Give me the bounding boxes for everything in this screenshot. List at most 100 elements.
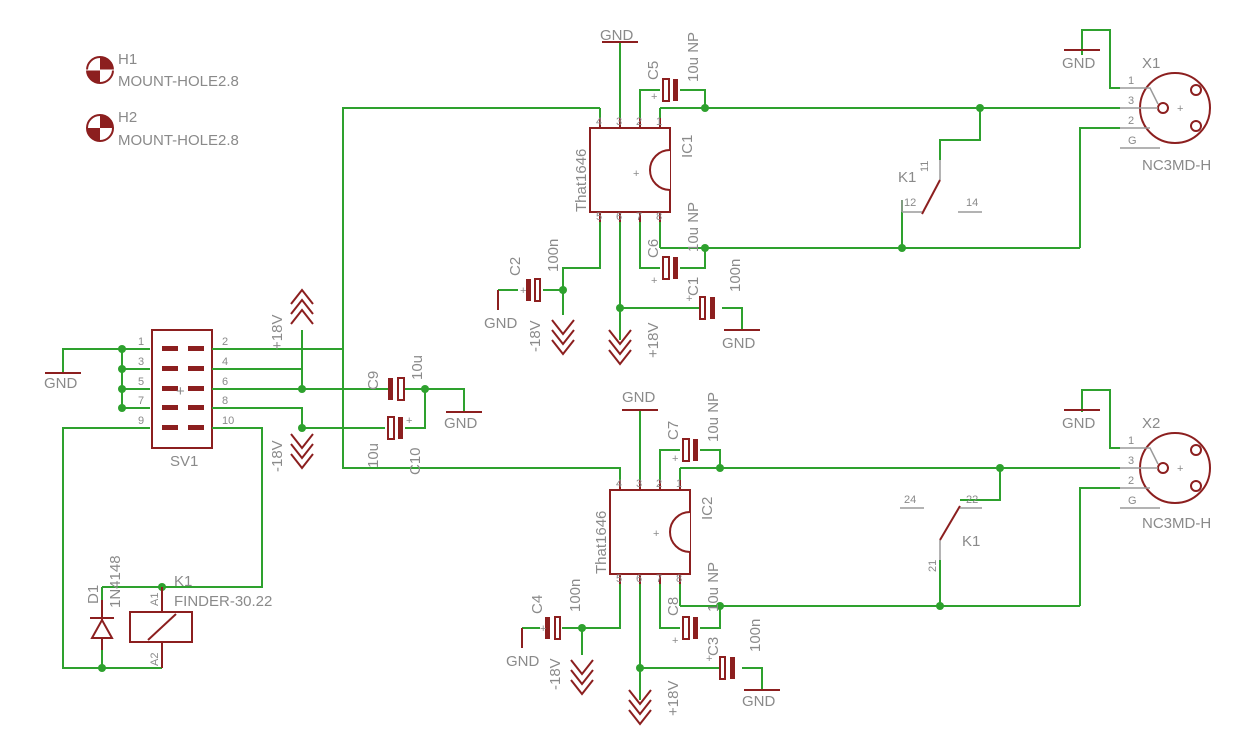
gnd-c1: GND (722, 329, 760, 352)
diode-ref: D1 (85, 585, 102, 604)
svg-text:+: + (706, 653, 712, 665)
svg-text:+: + (633, 168, 639, 180)
svg-text:+18V: +18V (645, 323, 662, 358)
svg-text:6: 6 (636, 573, 642, 585)
sv1-plus: + (176, 383, 185, 400)
svg-text:C3: C3 (705, 637, 722, 656)
capacitor-c4: + C4 100n (529, 579, 584, 640)
svg-text:G: G (1128, 135, 1137, 147)
svg-text:10u NP: 10u NP (705, 392, 722, 442)
svg-text:+18V: +18V (269, 315, 286, 350)
sv1-pin-1: 1 (138, 336, 144, 348)
capacitor-c5: + C5 10u NP (645, 32, 702, 103)
relay-coil-k1: A1 A2 K1 FINDER-30.22 (129, 573, 272, 668)
svg-text:+: + (686, 293, 692, 305)
svg-text:+: + (1177, 103, 1183, 115)
coil-ref: K1 (174, 573, 192, 590)
svg-text:22: 22 (966, 494, 978, 506)
supply-neg-ic2: -18V (547, 658, 594, 696)
gnd-ic1-top: GND (600, 27, 638, 44)
ic1-value: That1646 (573, 149, 590, 212)
gnd-x2: GND (1062, 409, 1100, 432)
svg-text:1: 1 (676, 478, 682, 490)
svg-text:+: + (520, 285, 526, 297)
junctions (98, 104, 1004, 672)
svg-text:+: + (672, 635, 678, 647)
xlr-x1: + 1 3 2 G X1 NC3MD-H (1120, 55, 1211, 174)
svg-text:+: + (406, 415, 412, 427)
svg-text:7: 7 (636, 211, 642, 223)
capacitor-c9: C9 10u (365, 355, 426, 401)
svg-text:7: 7 (656, 573, 662, 585)
svg-text:3: 3 (1128, 95, 1134, 107)
svg-text:100n: 100n (747, 619, 764, 652)
svg-text:C1: C1 (685, 277, 702, 296)
svg-text:+: + (653, 528, 659, 540)
svg-text:+: + (1177, 463, 1183, 475)
h1-ref: H1 (118, 51, 137, 68)
svg-text:6: 6 (616, 211, 622, 223)
svg-text:3: 3 (636, 478, 642, 490)
capacitor-c1: + C1 100n (685, 259, 744, 320)
connector-sv1: + 1 2 3 4 5 6 7 8 9 10 SV1 (138, 329, 242, 470)
supply-symbols: +18V -18V -18V +18V -18V (269, 288, 682, 726)
capacitor-c6: + C6 10u NP (645, 202, 702, 287)
ic2-value: That1646 (593, 511, 610, 574)
svg-text:1: 1 (1128, 435, 1134, 447)
svg-text:GND: GND (622, 389, 656, 406)
svg-text:GND: GND (1062, 55, 1096, 72)
sv1-pin-2: 2 (222, 336, 228, 348)
svg-text:100n: 100n (727, 259, 744, 292)
svg-text:8: 8 (676, 573, 682, 585)
sv1-pin-7: 7 (138, 395, 144, 407)
sv1-pin-5: 5 (138, 376, 144, 388)
svg-text:GND: GND (722, 335, 756, 352)
relay-contact-2: 21 22 24 K1 (900, 494, 982, 572)
sv1-pin-8: 8 (222, 395, 228, 407)
ic2: 4 3 2 1 5 6 7 8 + That1646 IC2 (593, 478, 716, 585)
svg-text:C2: C2 (507, 257, 524, 276)
sv1-ref: SV1 (170, 453, 198, 470)
supply-neg-sv1: -18V (269, 433, 314, 472)
svg-text:C5: C5 (645, 61, 662, 80)
svg-text:11: 11 (919, 161, 931, 172)
supply-pos-ic2: +18V (628, 681, 682, 726)
svg-text:A1: A1 (149, 593, 161, 606)
svg-text:2: 2 (636, 116, 642, 128)
svg-text:C8: C8 (665, 597, 682, 616)
svg-text:-18V: -18V (269, 440, 286, 472)
svg-text:14: 14 (966, 197, 978, 209)
supply-neg-ic1: -18V (527, 319, 575, 356)
diode-d1: D1 1N4148 (85, 555, 124, 650)
svg-text:24: 24 (904, 494, 916, 506)
svg-text:GND: GND (484, 315, 518, 332)
svg-text:10u NP: 10u NP (685, 32, 702, 82)
svg-text:+: + (651, 91, 657, 103)
svg-text:+18V: +18V (665, 681, 682, 716)
svg-text:C7: C7 (665, 421, 682, 440)
svg-text:21: 21 (927, 560, 939, 572)
sv1-pin-4: 4 (222, 356, 228, 368)
svg-text:4: 4 (616, 478, 622, 490)
mount-hole-h2: H2 MOUNT-HOLE2.8 (86, 109, 239, 149)
svg-text:GND: GND (444, 415, 478, 432)
h2-ref: H2 (118, 109, 137, 126)
sv1-pin-10: 10 (222, 415, 234, 427)
supply-pos-ic1: +18V (608, 323, 662, 366)
svg-text:4: 4 (596, 116, 602, 128)
svg-text:10u NP: 10u NP (705, 562, 722, 612)
sv1-pin-6: 6 (222, 376, 228, 388)
relay-contact-1: 11 12 14 K1 (898, 160, 982, 215)
sv1-pin-3: 3 (138, 356, 144, 368)
gnd-x1: GND (1062, 49, 1100, 72)
svg-text:GND: GND (742, 693, 776, 710)
coil-value: FINDER-30.22 (174, 593, 272, 610)
gnd-c2: GND (484, 290, 518, 332)
sv1-pin-9: 9 (138, 415, 144, 427)
svg-text:GND: GND (44, 375, 78, 392)
capacitor-c10: + 10u C10 (365, 415, 424, 475)
capacitor-c3: + C3 100n (705, 619, 764, 680)
svg-text:2: 2 (1128, 475, 1134, 487)
capacitor-c8: + C8 10u NP (665, 562, 722, 647)
